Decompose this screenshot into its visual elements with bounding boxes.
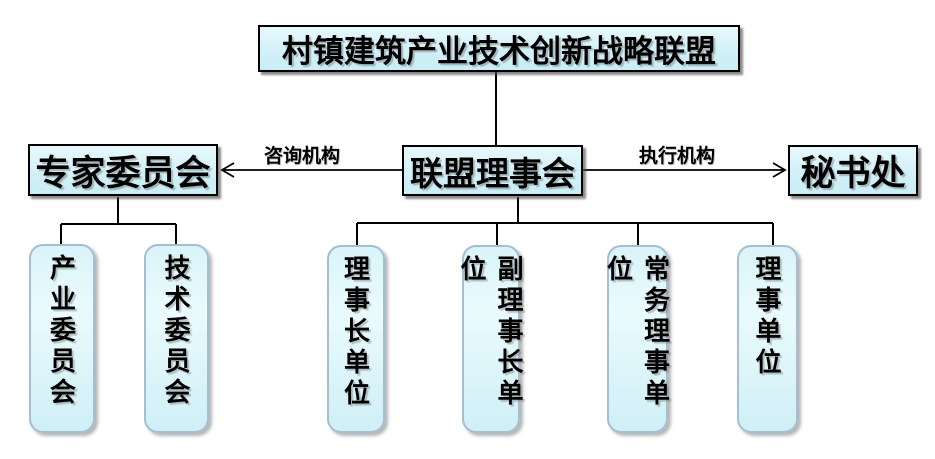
arrowhead-right-icon	[772, 162, 787, 178]
chairman-unit-label: 理事长单位	[340, 255, 371, 410]
expert-committee-box: 专家委员会	[28, 144, 218, 196]
standing-director-unit-label: 常务理事单位	[603, 255, 671, 410]
industry-committee-box: 产业委员会	[29, 244, 95, 433]
director-unit-label: 理事单位	[752, 255, 782, 379]
chairman-unit-box: 理事长单位	[327, 245, 385, 433]
executive-edge-label: 执行机构	[639, 146, 716, 167]
tech-committee-label: 技术委员会	[161, 254, 191, 409]
secretariat-box: 秘书处	[788, 145, 918, 196]
industry-committee-label: 产业委员会	[46, 254, 77, 409]
council-box: 联盟理事会	[402, 145, 583, 196]
vice-chairman-unit-box: 副理事长单位	[457, 245, 524, 433]
edge-expert-children	[60, 197, 177, 244]
arrowhead-left-icon	[220, 162, 235, 178]
root-title-box: 村镇建筑产业技术创新战略联盟	[258, 25, 740, 72]
standing-director-unit-box: 常务理事单位	[604, 245, 671, 433]
edge-council-children	[356, 197, 774, 245]
vice-chairman-unit-label: 副理事长单位	[457, 255, 524, 410]
tech-committee-box: 技术委员会	[144, 244, 209, 433]
director-unit-box: 理事单位	[737, 245, 798, 433]
advisory-edge-label: 咨询机构	[264, 146, 341, 167]
